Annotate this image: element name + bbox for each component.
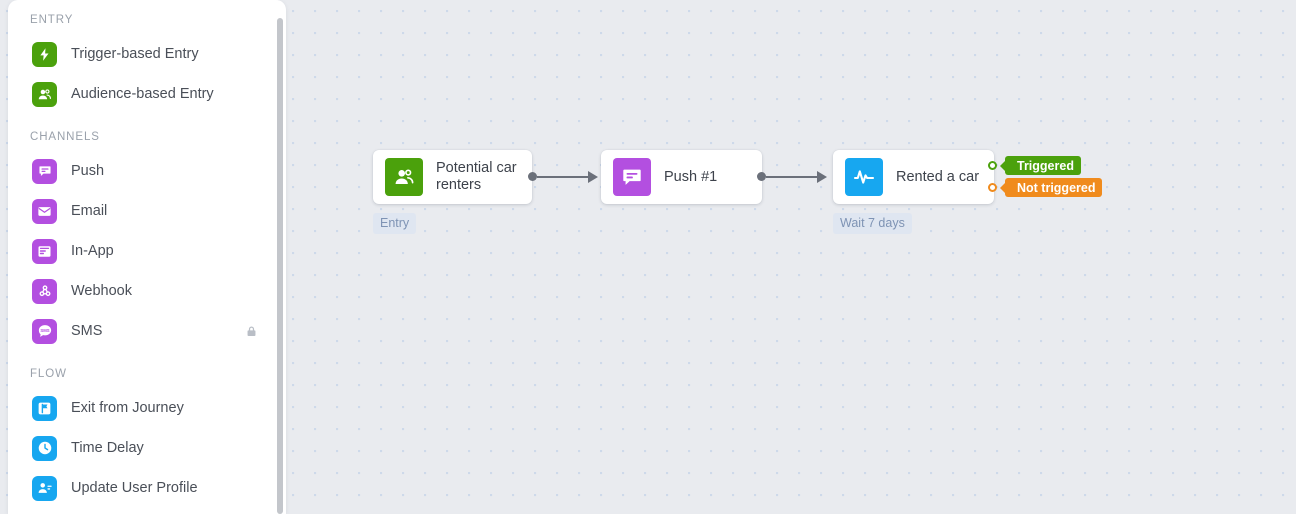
node-chip-wait: Wait 7 days bbox=[833, 213, 912, 234]
in-app-window-icon bbox=[32, 238, 57, 264]
webhook-icon bbox=[32, 278, 57, 304]
push-message-icon bbox=[613, 158, 651, 196]
flow-node-label: Potential car renters bbox=[436, 160, 517, 193]
sidebar-item-in-app[interactable]: In-App bbox=[16, 233, 278, 269]
sidebar-item-label: Time Delay bbox=[71, 440, 144, 456]
exit-flag-icon bbox=[32, 395, 57, 421]
envelope-icon bbox=[32, 198, 57, 224]
flow-link bbox=[766, 176, 818, 178]
sidebar-item-email[interactable]: Email bbox=[16, 193, 278, 229]
sidebar-item-audience-based-entry[interactable]: Audience-based Entry bbox=[16, 76, 278, 112]
sidebar-item-label: Trigger-based Entry bbox=[71, 46, 199, 62]
sidebar-scrollbar-thumb[interactable] bbox=[277, 18, 283, 514]
flow-node-label: Push #1 bbox=[664, 168, 718, 185]
lock-icon bbox=[245, 324, 258, 339]
sidebar-item-update-user-profile[interactable]: Update User Profile bbox=[16, 470, 278, 506]
sidebar-item-time-delay[interactable]: Time Delay bbox=[16, 430, 278, 466]
sidebar-item-label: Webhook bbox=[71, 283, 132, 299]
section-title-entry: ENTRY bbox=[30, 14, 74, 26]
flow-node-push[interactable]: Push #1 bbox=[601, 150, 762, 204]
output-badge-not-triggered[interactable]: Not triggered bbox=[1005, 178, 1103, 197]
flow-link-arrow bbox=[817, 171, 827, 183]
flow-node-label: Rented a car bbox=[896, 168, 980, 185]
audience-people-icon bbox=[385, 158, 423, 196]
node-output-port[interactable] bbox=[757, 172, 766, 181]
clock-icon bbox=[32, 435, 57, 461]
sidebar-scrollbar-track[interactable] bbox=[277, 0, 285, 514]
activity-pulse-icon bbox=[845, 158, 883, 196]
audience-people-icon bbox=[32, 81, 57, 107]
sidebar-item-sms[interactable]: SMS SMS bbox=[16, 313, 278, 349]
node-output-port[interactable] bbox=[528, 172, 537, 181]
sidebar-item-label: Push bbox=[71, 163, 105, 179]
sidebar-item-label: SMS bbox=[71, 323, 103, 339]
sidebar-item-push[interactable]: Push bbox=[16, 153, 278, 189]
flow-node-entry[interactable]: Potential car renters bbox=[373, 150, 532, 204]
output-badge-triggered[interactable]: Triggered bbox=[1005, 156, 1081, 175]
flow-node-rented-a-car[interactable]: Rented a car bbox=[833, 150, 994, 204]
sidebar-item-trigger-based-entry[interactable]: Trigger-based Entry bbox=[16, 36, 278, 72]
sms-bubble-icon: SMS bbox=[32, 318, 57, 344]
output-badge-label: Not triggered bbox=[1017, 180, 1096, 195]
output-port-not-triggered[interactable] bbox=[988, 183, 997, 192]
sidebar-item-label: Audience-based Entry bbox=[71, 86, 214, 102]
flow-link bbox=[537, 176, 589, 178]
sidebar-item-label: Update User Profile bbox=[71, 480, 198, 496]
components-sidebar: ENTRY Trigger-based Entry Audience-based… bbox=[8, 0, 286, 514]
sidebar-item-label: Exit from Journey bbox=[71, 400, 184, 416]
sidebar-item-exit-from-journey[interactable]: Exit from Journey bbox=[16, 390, 278, 426]
section-title-channels: CHANNELS bbox=[30, 131, 100, 143]
node-chip-entry: Entry bbox=[373, 213, 417, 234]
section-title-flow: FLOW bbox=[30, 368, 67, 380]
sidebar-item-label: In-App bbox=[71, 243, 114, 259]
output-badge-label: Triggered bbox=[1017, 158, 1074, 173]
push-message-icon bbox=[32, 158, 57, 184]
sidebar-item-label: Email bbox=[71, 203, 108, 219]
sidebar-item-webhook[interactable]: Webhook bbox=[16, 273, 278, 309]
svg-text:SMS: SMS bbox=[40, 328, 49, 333]
lightning-bolt-icon bbox=[32, 41, 57, 67]
output-port-triggered[interactable] bbox=[988, 161, 997, 170]
user-edit-icon bbox=[32, 475, 57, 501]
flow-link-arrow bbox=[588, 171, 598, 183]
